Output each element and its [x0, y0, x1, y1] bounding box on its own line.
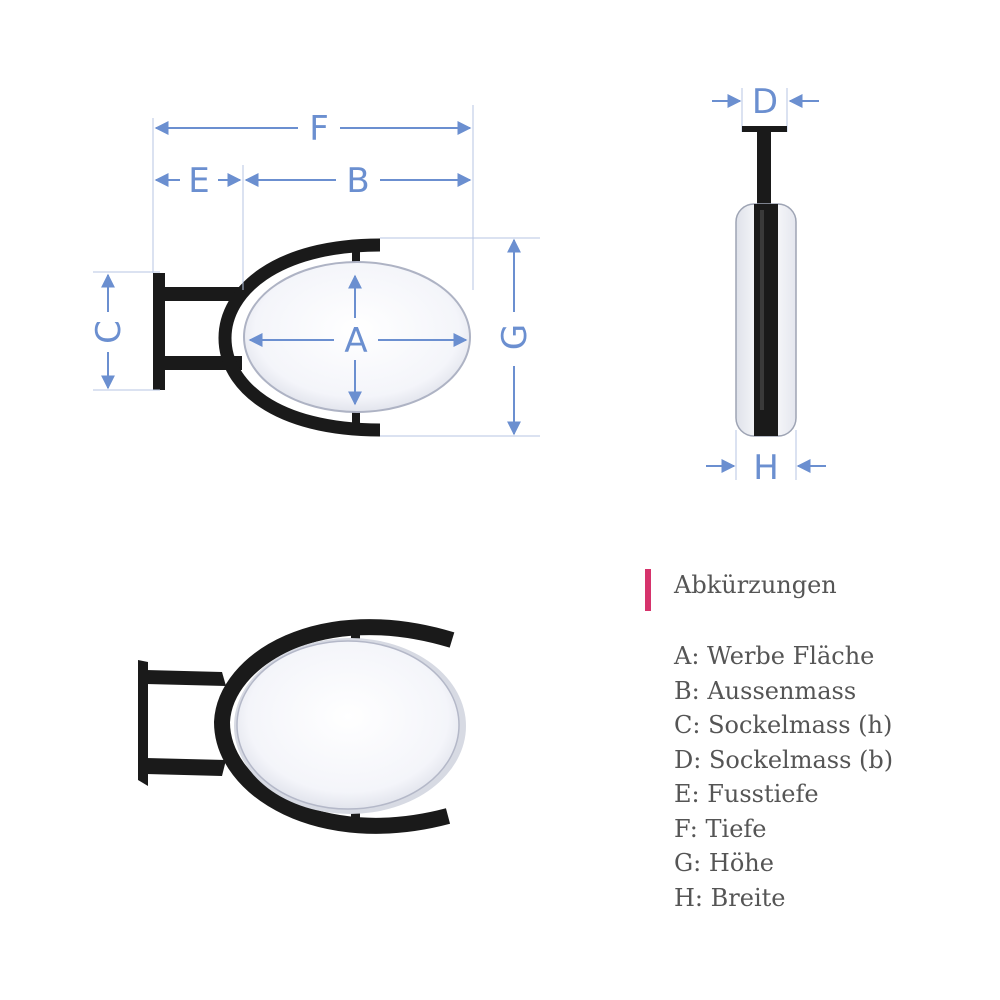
legend-item: A: Werbe Fläche — [674, 642, 875, 670]
legend-item: E: Fusstiefe — [674, 780, 819, 808]
dim-label-g: G — [495, 324, 535, 350]
front-view — [153, 238, 471, 437]
dim-label-h: H — [753, 448, 779, 488]
legend-accent-bar — [645, 569, 651, 611]
top-plate — [742, 126, 787, 132]
perspective-top-pin — [351, 620, 360, 650]
dim-label-d: D — [752, 82, 778, 122]
frame-side-highlight — [760, 210, 764, 410]
legend-item: B: Aussenmass — [674, 676, 857, 705]
dimension-labels: F E B A C G D H — [89, 82, 779, 488]
dim-label-f: F — [309, 109, 329, 149]
legend-item: D: Sockelmass (b) — [674, 745, 894, 774]
upper-bracket-arm — [165, 287, 242, 301]
dim-label-c: C — [89, 320, 129, 344]
perspective-view — [138, 619, 466, 834]
perspective-bottom-pin — [351, 802, 360, 832]
wall-plate — [153, 273, 165, 390]
legend-item: C: Sockelmass (h) — [674, 711, 893, 739]
frame-side — [754, 204, 778, 436]
perspective-c-frame — [213, 619, 455, 834]
perspective-oval-panel — [236, 640, 460, 810]
c-frame — [218, 238, 381, 437]
top-mount-pin — [352, 242, 360, 270]
dimension-arrows — [101, 94, 826, 473]
perspective-upper-arm — [146, 670, 226, 686]
legend-title: Abkürzungen — [674, 571, 837, 599]
legend-item: G: Höhe — [674, 849, 774, 877]
legend-list: A: Werbe Fläche B: Aussenmass C: Sockelmas… — [674, 639, 893, 915]
side-view — [735, 126, 797, 437]
oval-light-panel — [243, 261, 471, 413]
legend-item: H: Breite — [674, 883, 786, 912]
dim-label-a: A — [344, 321, 367, 361]
dim-label-b: B — [346, 161, 369, 201]
bottom-mount-pin — [352, 405, 360, 433]
dim-label-e: E — [188, 161, 209, 201]
extension-lines — [93, 88, 797, 480]
legend-item: F: Tiefe — [674, 814, 767, 843]
perspective-wall-plate — [138, 660, 148, 786]
perspective-lower-arm — [146, 758, 226, 776]
hanging-rod — [757, 132, 771, 207]
